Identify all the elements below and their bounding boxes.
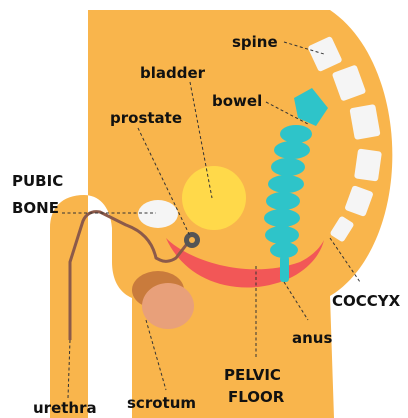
scrotum-label: scrotum	[127, 394, 196, 412]
bladder	[182, 166, 246, 230]
vertebra	[349, 104, 380, 140]
anus-label: anus	[292, 329, 332, 347]
spine-label: spine	[232, 33, 278, 51]
pelvic-floor-label-line1: PELVIC	[224, 366, 281, 384]
prostate-center	[189, 237, 195, 243]
prostate-label: prostate	[110, 109, 182, 127]
bowel-label: bowel	[212, 92, 262, 110]
pelvic-floor-label-line2: FLOOR	[228, 388, 285, 406]
vertebra	[354, 148, 382, 181]
pubic-bone-label-line2: BONE	[12, 199, 59, 217]
testis	[142, 283, 194, 329]
pubic-bone	[138, 200, 178, 228]
urethra-label: urethra	[33, 399, 97, 417]
bladder-label: bladder	[140, 64, 206, 82]
pubic-bone-label-line1: PUBIC	[12, 172, 63, 190]
coccyx-label: COCCYX	[332, 292, 401, 310]
